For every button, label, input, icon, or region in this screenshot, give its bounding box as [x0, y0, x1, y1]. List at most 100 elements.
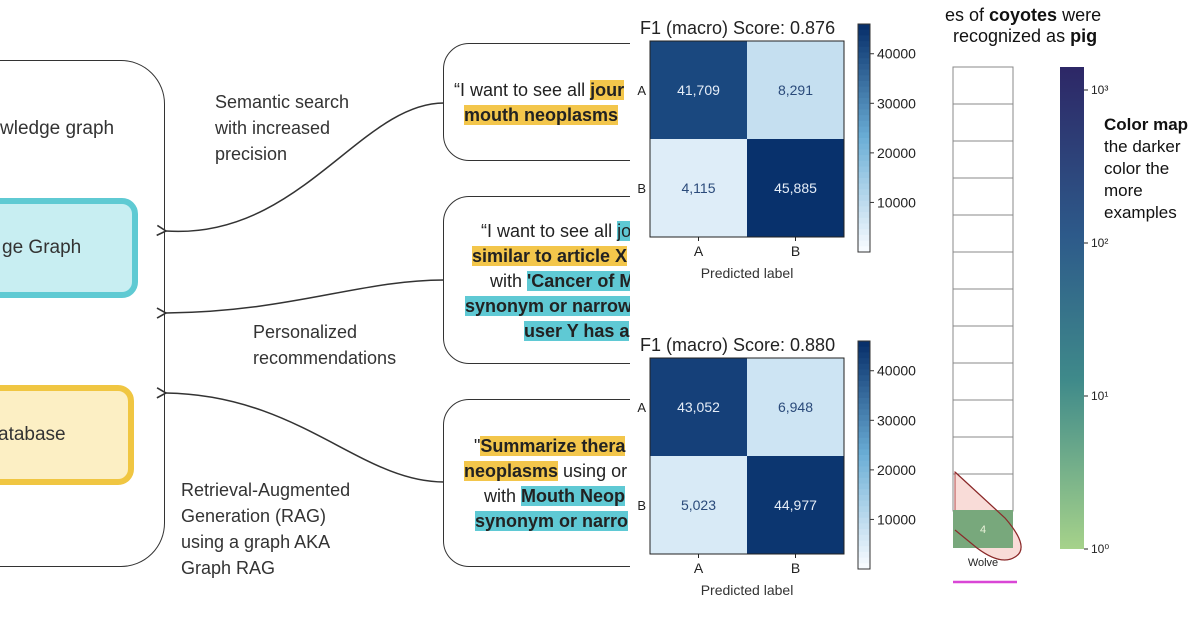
colorbar-segment — [858, 437, 870, 445]
colorbar-segment — [858, 386, 870, 393]
colorbar-segment — [858, 563, 870, 570]
colorbar-segment — [858, 426, 870, 433]
colorbar-segment — [858, 69, 870, 76]
arrow-rag — [156, 387, 445, 483]
column-label: Wolve — [968, 557, 998, 569]
colorbar-segment — [858, 81, 870, 88]
colorbar-segment — [858, 115, 870, 122]
colorbar-segment — [858, 223, 870, 230]
colorbar-segment — [858, 489, 870, 496]
matrix-cell-value: 8,291 — [778, 82, 813, 98]
heatmap-cell — [952, 325, 1014, 364]
colorbar-segment — [858, 546, 870, 553]
database-pill-label: atabase — [0, 424, 66, 445]
knowledge-graph-diagram: wledge graph ge Graph atabase Semantic s… — [0, 43, 640, 578]
colorbar-segment — [858, 483, 870, 490]
colorbar-segment — [858, 98, 870, 105]
colorbar-segment — [858, 363, 870, 371]
colorbar-segment — [858, 103, 870, 111]
colorbar-segment — [858, 24, 870, 31]
query-line: synonym or narrow — [465, 296, 633, 316]
colormap-legend: Color map the darker color the more exam… — [1104, 115, 1189, 222]
colorbar-tick-label: 40000 — [877, 46, 916, 62]
matrix-cell — [747, 358, 844, 456]
colorbar-segment — [858, 200, 870, 207]
svg-text:10²: 10² — [1091, 236, 1108, 250]
colorbar-segment — [858, 534, 870, 542]
colorbar-segment — [858, 494, 870, 502]
svg-text:10⁰: 10⁰ — [1091, 542, 1109, 556]
colorbar-segment — [858, 352, 870, 359]
query-line: mouth neoplasms — [464, 105, 619, 125]
col-label: A — [694, 243, 704, 259]
query-line: with Mouth Neop — [484, 486, 625, 506]
colorbar-segment — [858, 529, 870, 536]
colorbar-segment — [858, 229, 870, 236]
heatmap-cell — [952, 66, 1014, 105]
colorbar-segment — [858, 540, 870, 547]
colorbar-segment — [858, 557, 870, 564]
matrix-title: F1 (macro) Score: 0.876 — [640, 18, 835, 38]
colorbar-segment — [858, 375, 870, 382]
row-label: B — [637, 181, 646, 196]
colorbar-segment — [858, 149, 870, 156]
colorbar-segment — [858, 63, 870, 71]
matrix-xlabel: Predicted label — [701, 265, 794, 281]
colorbar-segment — [858, 380, 870, 388]
connector-arrows — [156, 102, 445, 483]
matrix-cell — [747, 456, 844, 554]
container-label: wledge graph — [0, 118, 115, 139]
heatmap-cell — [952, 103, 1014, 142]
row-label: A — [637, 83, 646, 98]
colorbar-segment — [858, 177, 870, 185]
colorbar-segment — [858, 92, 870, 99]
matrix-cell — [650, 456, 747, 554]
matrix-cell — [747, 41, 844, 139]
colormap-bar — [1060, 67, 1084, 549]
colorbar-frame — [857, 340, 871, 570]
colorbar-segment — [858, 500, 870, 507]
heatmap-cell — [952, 399, 1014, 438]
colorbar-segment — [858, 155, 870, 162]
query-line: "Summarize thera — [474, 436, 626, 456]
heatmap-cell — [952, 288, 1014, 327]
colorbar-segment — [858, 246, 870, 253]
colorbar-segment — [858, 206, 870, 213]
cell-value: 4 — [980, 524, 986, 536]
query-line: neoplasms using or — [464, 461, 628, 481]
colorbar-segment — [858, 460, 870, 467]
matrix-cell — [747, 139, 844, 237]
colorbar-tick-label: 20000 — [877, 462, 916, 478]
colorbar-tick-label: 20000 — [877, 145, 916, 161]
colorbar-segment — [858, 523, 870, 530]
colorbar-segment — [858, 443, 870, 450]
svg-text:10³: 10³ — [1091, 83, 1108, 97]
colorbar-segment — [858, 120, 870, 128]
colorbar-segment — [858, 403, 870, 410]
heatmap-cell — [952, 140, 1014, 179]
knowledge-graph-pill-label: ge Graph — [2, 237, 82, 258]
query-box-personalized: “I want to see all jo similar to article… — [443, 196, 640, 364]
colorbar-segment — [858, 466, 870, 473]
colorbar-segment — [858, 551, 870, 559]
colorbar-segment — [858, 455, 870, 462]
colorbar-tick-label: 10000 — [877, 194, 916, 210]
row-label: B — [637, 498, 646, 513]
coyote-heatmap-fragment: es of coyotes were recognized as pig 4 W… — [945, 0, 1200, 630]
colorbar-segment — [858, 234, 870, 242]
annotation-line-2: recognized as pig — [953, 26, 1098, 46]
heatmap-column: 4 Wolve 10³ 10² 10¹ 10⁰ — [952, 66, 1109, 584]
row-label: A — [637, 400, 646, 415]
colorbar-segment — [858, 369, 870, 376]
colorbar-segment — [858, 58, 870, 65]
colorbar-segment — [858, 398, 870, 405]
colorbar-segment — [858, 477, 870, 485]
colorbar-segment — [858, 195, 870, 202]
query-box-rag: "Summarize thera neoplasms using or with… — [443, 399, 640, 567]
matrix-cell-value: 6,948 — [778, 399, 813, 415]
query-line: similar to article X — [472, 246, 628, 266]
col-label: A — [694, 560, 704, 576]
